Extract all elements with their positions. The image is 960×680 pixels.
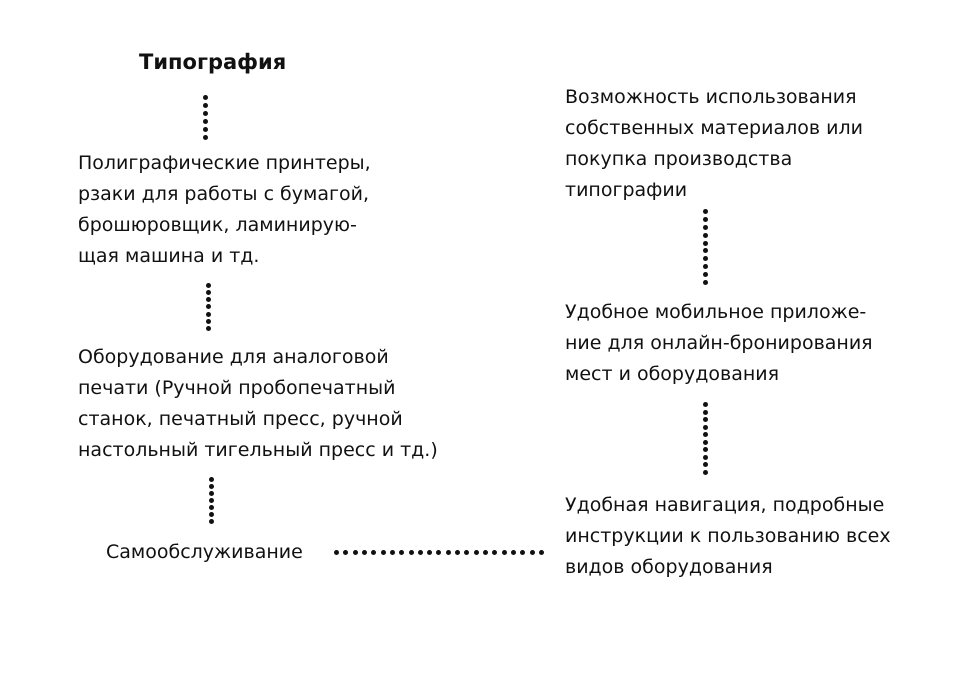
connector-dot (702, 469, 708, 475)
connector-dot (343, 549, 349, 555)
node-own-materials: Возможность использования собственных ма… (565, 86, 863, 201)
connector-dot (702, 462, 708, 468)
connector-dot (205, 311, 211, 317)
connector-left-2 (205, 283, 211, 331)
connector-dot (702, 424, 708, 430)
connector-dot (702, 256, 708, 262)
connector-dot (334, 549, 339, 555)
connector-left-3 (208, 477, 214, 524)
diagram-title-typography: Типография (139, 50, 287, 74)
connector-horizontal (334, 549, 544, 555)
connector-dot (208, 512, 214, 517)
connector-right-1 (702, 209, 708, 285)
connector-dot (202, 127, 208, 132)
connector-dot (473, 549, 479, 555)
connector-dot (202, 103, 208, 108)
connector-dot (501, 549, 507, 555)
connector-dot (702, 272, 708, 277)
connector-dot (202, 111, 208, 116)
connector-dot (205, 283, 211, 288)
connector-dot (399, 549, 405, 555)
connector-dot (352, 549, 358, 555)
connector-dot (371, 549, 377, 555)
connector-dot (436, 549, 442, 555)
connector-dot (702, 409, 708, 415)
connector-dot (208, 477, 214, 482)
connector-dot (702, 224, 708, 230)
connector-right-2 (702, 402, 708, 475)
connector-dot (361, 549, 367, 555)
connector-dot (702, 447, 708, 453)
connector-dot (205, 318, 211, 324)
connector-dot (202, 119, 208, 124)
connector-dot (427, 549, 433, 555)
connector-dot (702, 216, 708, 222)
connector-dot (202, 135, 208, 140)
connector-dot (417, 549, 423, 555)
connector-dot (455, 549, 461, 555)
connector-dot (702, 402, 708, 407)
connector-dot (408, 549, 414, 555)
node-self-service: Самообслуживание (106, 541, 303, 563)
connector-dot (510, 549, 516, 555)
connector-dot (702, 432, 708, 438)
connector-dot (702, 279, 708, 285)
connector-dot (702, 454, 708, 460)
connector-dot (205, 297, 211, 303)
connector-dot (492, 549, 498, 555)
connector-dot (702, 248, 708, 254)
connector-dot (702, 264, 708, 270)
connector-dot (445, 549, 451, 555)
connector-dot (205, 304, 211, 310)
connector-dot (389, 549, 395, 555)
connector-dot (702, 240, 708, 246)
connector-dot (208, 505, 214, 510)
node-analog-printing: Оборудование для аналоговой печати (Ручн… (78, 346, 438, 461)
connector-dot (208, 484, 214, 489)
connector-dot (205, 290, 211, 296)
connector-dot (538, 549, 544, 555)
connector-dot (702, 209, 708, 214)
node-printing-equipment: Полиграфические принтеры, рзаки для рабо… (78, 152, 371, 267)
node-navigation: Удобная навигация, подробные инструкции … (565, 494, 891, 578)
node-mobile-app: Удобное мобильное приложе- ние для онлай… (565, 301, 873, 385)
connector-dot (208, 519, 214, 524)
connector-dot (520, 549, 526, 555)
connector-dot (208, 498, 214, 503)
connector-dot (380, 549, 386, 555)
connector-dot (702, 417, 708, 423)
connector-dot (205, 325, 211, 331)
connector-dot (464, 549, 470, 555)
connector-dot (529, 549, 535, 555)
connector-dot (483, 549, 488, 555)
connector-dot (202, 95, 208, 100)
connector-left-1 (202, 95, 208, 140)
connector-dot (702, 232, 708, 238)
connector-dot (702, 439, 708, 445)
connector-dot (208, 491, 214, 496)
